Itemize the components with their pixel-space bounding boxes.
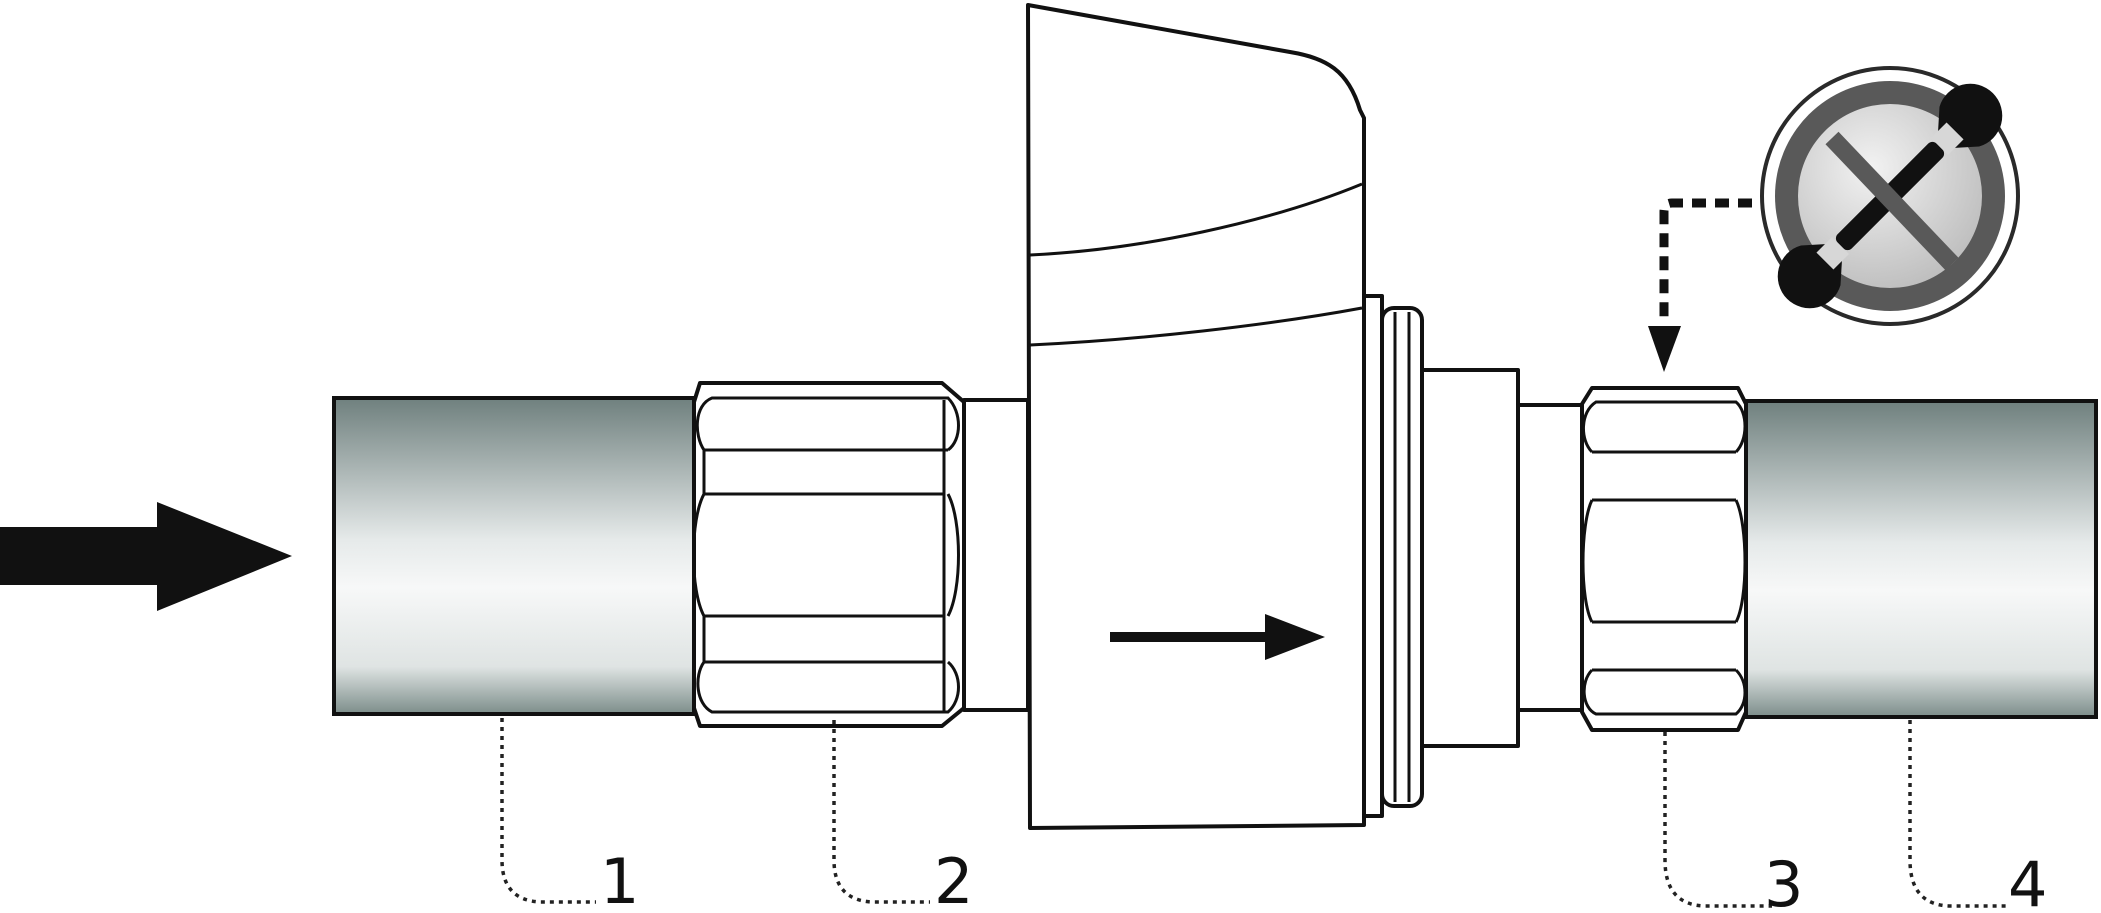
flow-direction-arrow xyxy=(0,502,292,611)
leader-line-1 xyxy=(500,718,596,904)
valve-direction-arrow xyxy=(1110,614,1325,660)
valve-union-ring xyxy=(1362,294,1584,818)
part-label-1: 1 xyxy=(600,845,639,913)
leader-line-3 xyxy=(1663,732,1772,908)
left-pipe xyxy=(332,396,696,716)
part-label-2: 2 xyxy=(934,845,973,913)
part-label-3: 3 xyxy=(1764,848,1803,913)
part-label-4: 4 xyxy=(2008,848,2047,913)
no-tools-callout xyxy=(1648,198,1775,372)
leader-line-4 xyxy=(1908,720,2010,908)
no-wrench-icon xyxy=(1760,66,2020,326)
leader-line-2 xyxy=(832,720,930,904)
left-hex-nut xyxy=(692,381,966,728)
right-pipe xyxy=(1744,399,2098,719)
left-valve-neck xyxy=(962,398,1030,712)
right-hex-nut xyxy=(1580,386,1748,732)
valve-body xyxy=(1026,3,1366,830)
